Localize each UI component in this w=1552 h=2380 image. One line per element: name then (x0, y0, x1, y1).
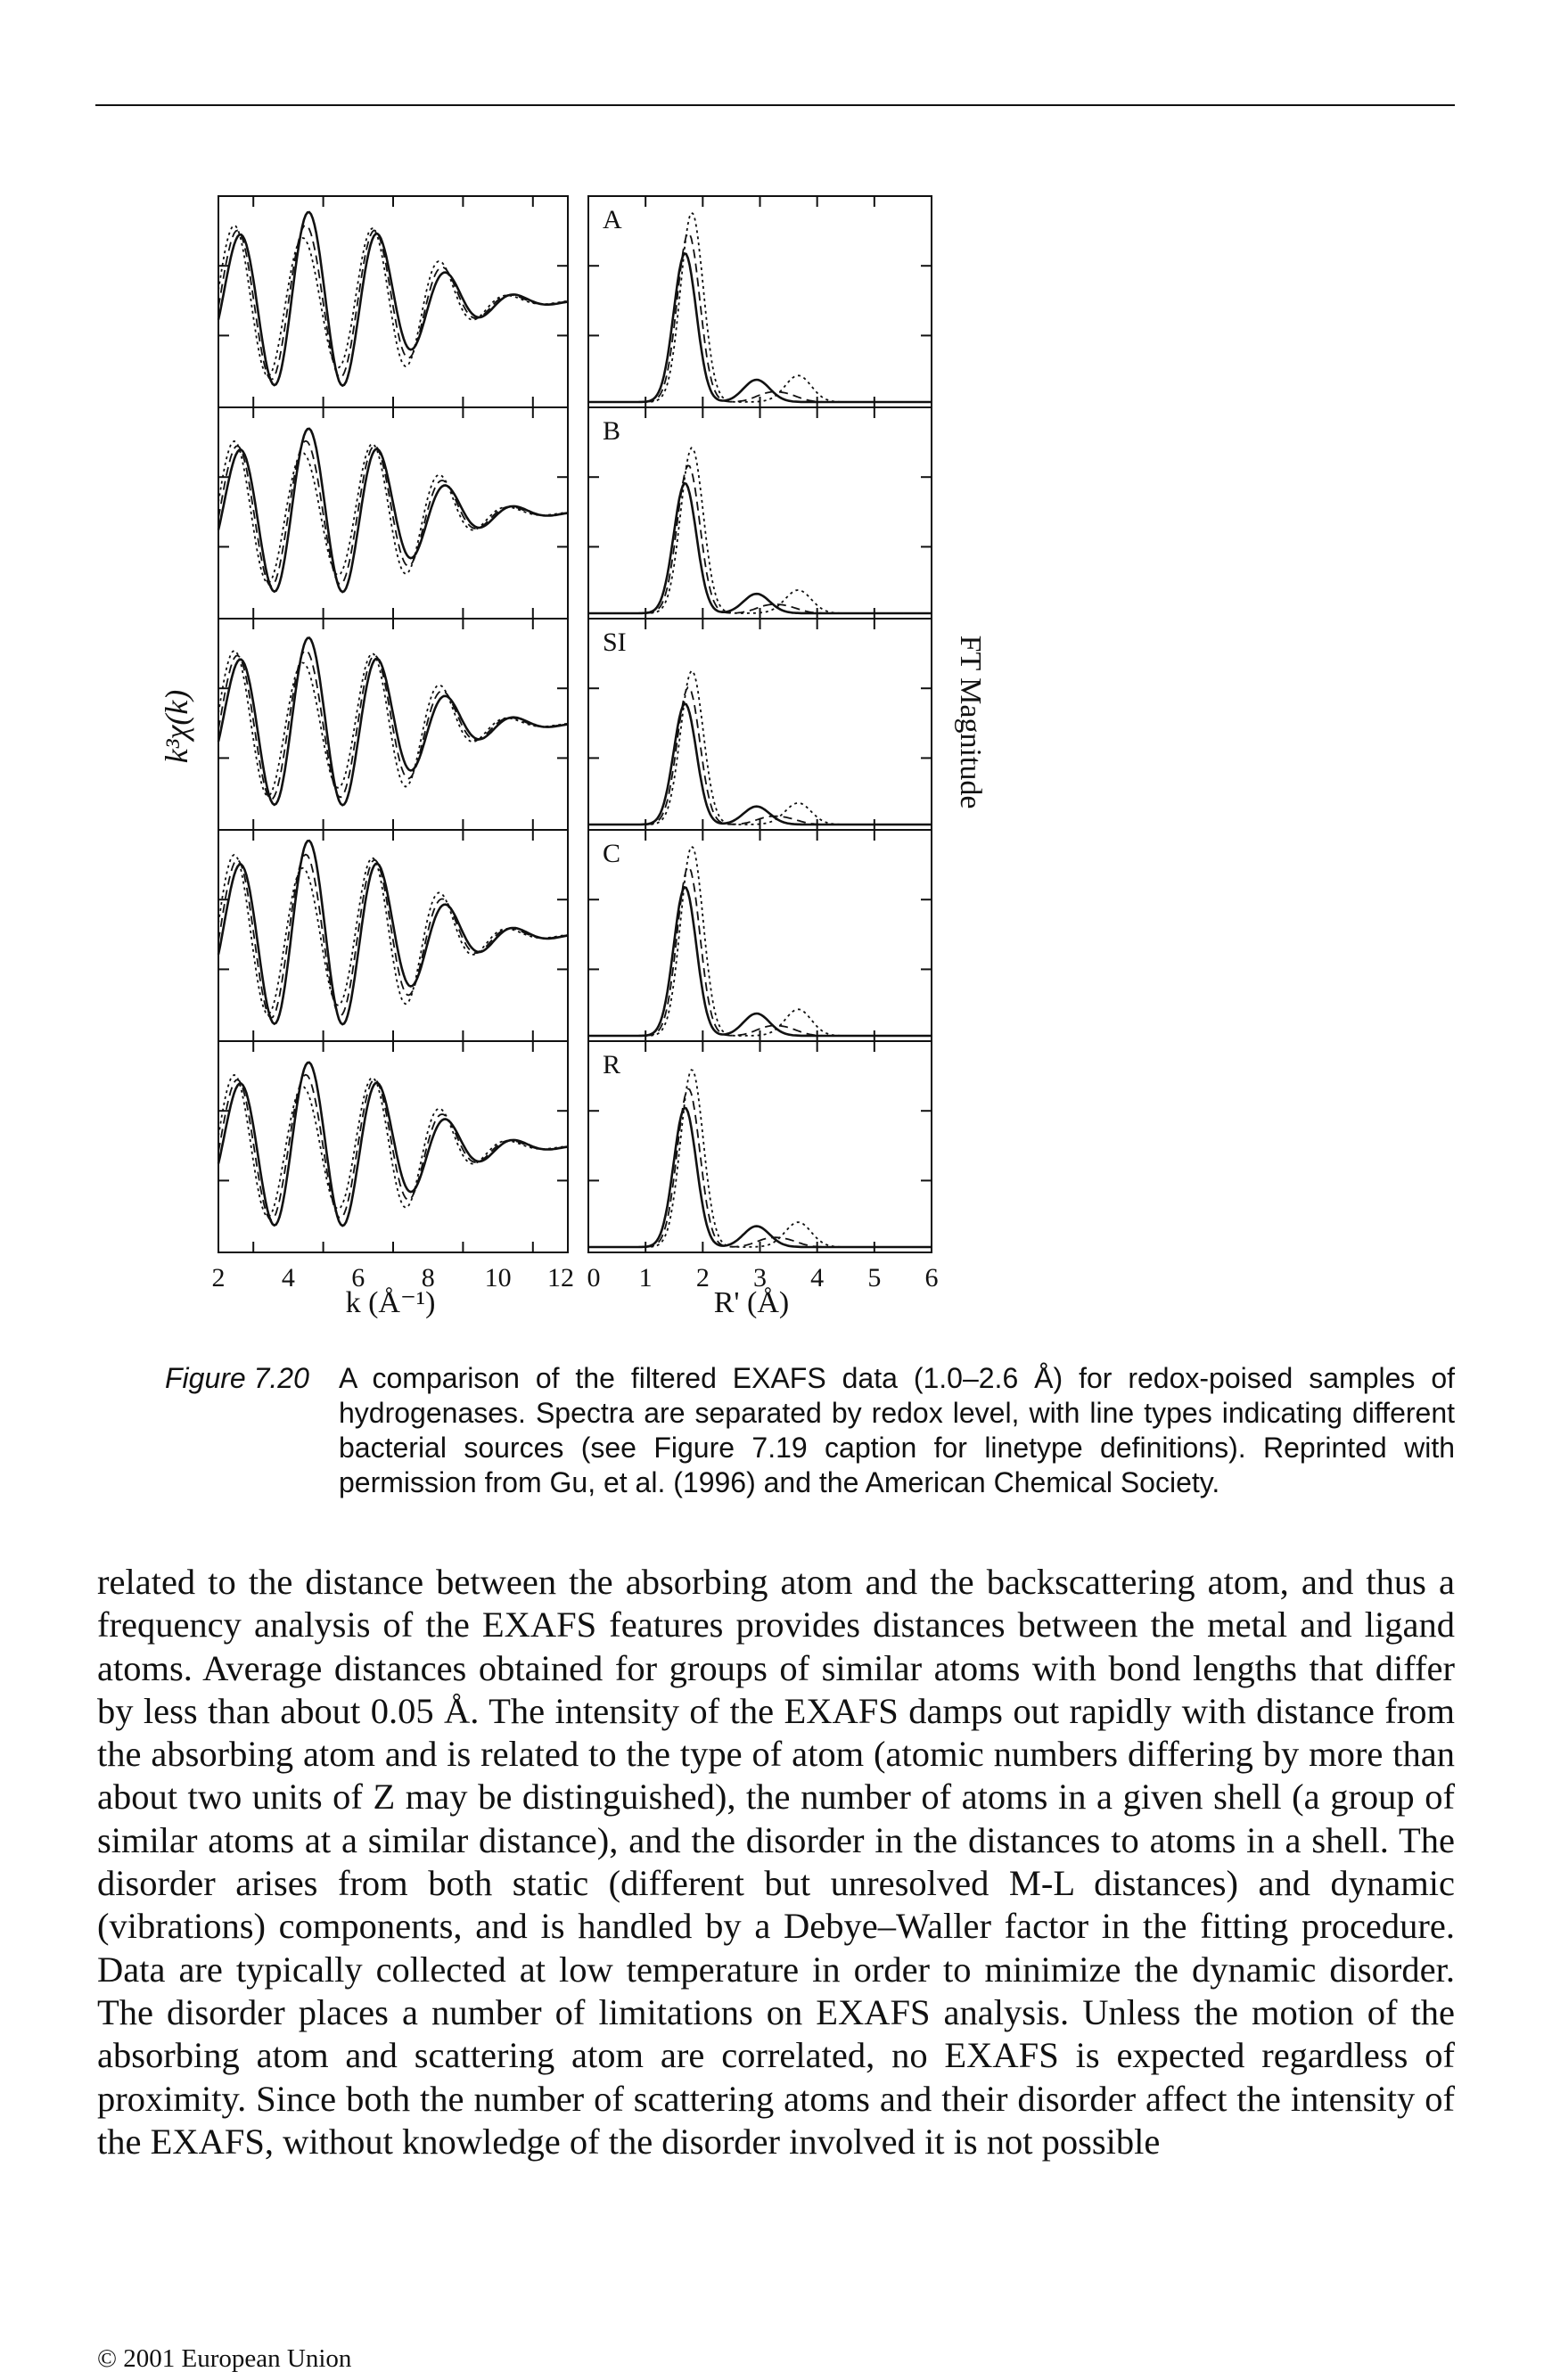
ft-curve-solid (588, 1106, 932, 1249)
panel-label-r: R (603, 1050, 620, 1079)
header-rule (95, 104, 1455, 106)
exafs-panels (217, 195, 569, 1253)
exafs-panel-frame (218, 829, 569, 1042)
exafs-curve-solid (217, 839, 569, 1026)
x-axis-label-right: R' (Å) (714, 1286, 790, 1319)
ft-panel-c: C (587, 829, 932, 1042)
exafs-curve-dashed (218, 439, 569, 587)
x-tick-label-right: 0 (587, 1263, 601, 1293)
ft-curve-dotted (588, 211, 932, 403)
figure-caption-text: A comparison of the filtered EXAFS data … (339, 1362, 1455, 1498)
fourier-transform-panels: A B SI C R (587, 195, 932, 1253)
ft-curve-dotted (588, 669, 932, 825)
panel-label-si: SI (603, 628, 627, 657)
exafs-panel-si (217, 618, 569, 831)
x-tick-label-right: 1 (639, 1263, 653, 1293)
x-axis-label-left: k (Å⁻¹) (346, 1286, 436, 1319)
x-tick-label-right: 3 (753, 1263, 767, 1293)
exafs-panel-c (217, 829, 569, 1042)
x-tick-label-left: 10 (485, 1263, 512, 1293)
ft-curve-dashed (588, 464, 932, 614)
exafs-panel-frame (218, 195, 569, 408)
x-tick-label-left: 2 (212, 1263, 226, 1293)
figure-caption: Figure 7.20 A comparison of the filtered… (165, 1361, 1455, 1500)
ft-panel-frame (587, 1040, 932, 1253)
figure-caption-label: Figure 7.20 (165, 1362, 309, 1394)
exafs-curve-dotted (218, 439, 569, 584)
exafs-curve-dotted (218, 649, 569, 797)
exafs-curve-dotted (218, 1073, 569, 1218)
ft-panel-frame (587, 829, 932, 1042)
x-tick-label-right: 5 (867, 1263, 881, 1293)
exafs-curve-solid (217, 427, 569, 594)
panel-label-c: C (603, 839, 620, 868)
exafs-curve-dashed (218, 853, 569, 1019)
ft-panel-a: A (587, 195, 932, 408)
ft-panel-frame (587, 618, 932, 831)
ft-curve-dashed (588, 866, 932, 1037)
x-tick-label-right: 4 (810, 1263, 824, 1293)
ft-curve-dashed (588, 232, 932, 403)
x-tick-label-left: 4 (282, 1263, 295, 1293)
y-axis-label-left: k³χ(k) (159, 690, 194, 764)
body-paragraph: related to the distance between the abso… (97, 1562, 1455, 2162)
exafs-panel-a (217, 195, 569, 408)
panel-label-b: B (603, 416, 620, 446)
ft-panel-si: SI (587, 618, 932, 831)
exafs-panel-b (217, 406, 569, 620)
ft-curve-dotted (588, 447, 932, 614)
exafs-curve-dashed (218, 224, 569, 381)
exafs-curve-solid (217, 636, 569, 807)
y-axis-label-right: FT Magnitude (954, 636, 987, 809)
x-tick-label-right: 6 (925, 1263, 939, 1293)
panel-label-a: A (603, 205, 622, 234)
ft-panel-frame (587, 406, 932, 620)
ft-curve-dotted (588, 845, 932, 1037)
copyright-footer: © 2001 European Union (97, 2344, 352, 2373)
exafs-panel-r (217, 1040, 569, 1253)
exafs-curve-dashed (218, 649, 569, 800)
ft-curve-solid (588, 885, 932, 1038)
exafs-curve-solid (217, 1061, 569, 1227)
x-tick-label-left: 12 (547, 1263, 574, 1293)
ft-curve-dotted (588, 1069, 932, 1248)
ft-panel-frame (587, 195, 932, 408)
exafs-curve-solid (217, 210, 569, 388)
ft-curve-solid (588, 702, 932, 826)
x-tick-label-right: 2 (696, 1263, 710, 1293)
x-tick-label-left: 8 (422, 1263, 435, 1293)
exafs-curve-dashed (218, 1073, 569, 1221)
exafs-curve-dotted (218, 853, 569, 1015)
ft-curve-dashed (588, 1087, 932, 1248)
ft-panel-b: B (587, 406, 932, 620)
ft-curve-solid (588, 481, 932, 615)
ft-curve-dashed (588, 686, 932, 825)
exafs-curve-dotted (218, 224, 569, 377)
x-tick-label-left: 6 (351, 1263, 365, 1293)
body-text: related to the distance between the abso… (97, 1561, 1455, 2163)
ft-curve-solid (588, 251, 932, 404)
ft-panel-r: R (587, 1040, 932, 1253)
